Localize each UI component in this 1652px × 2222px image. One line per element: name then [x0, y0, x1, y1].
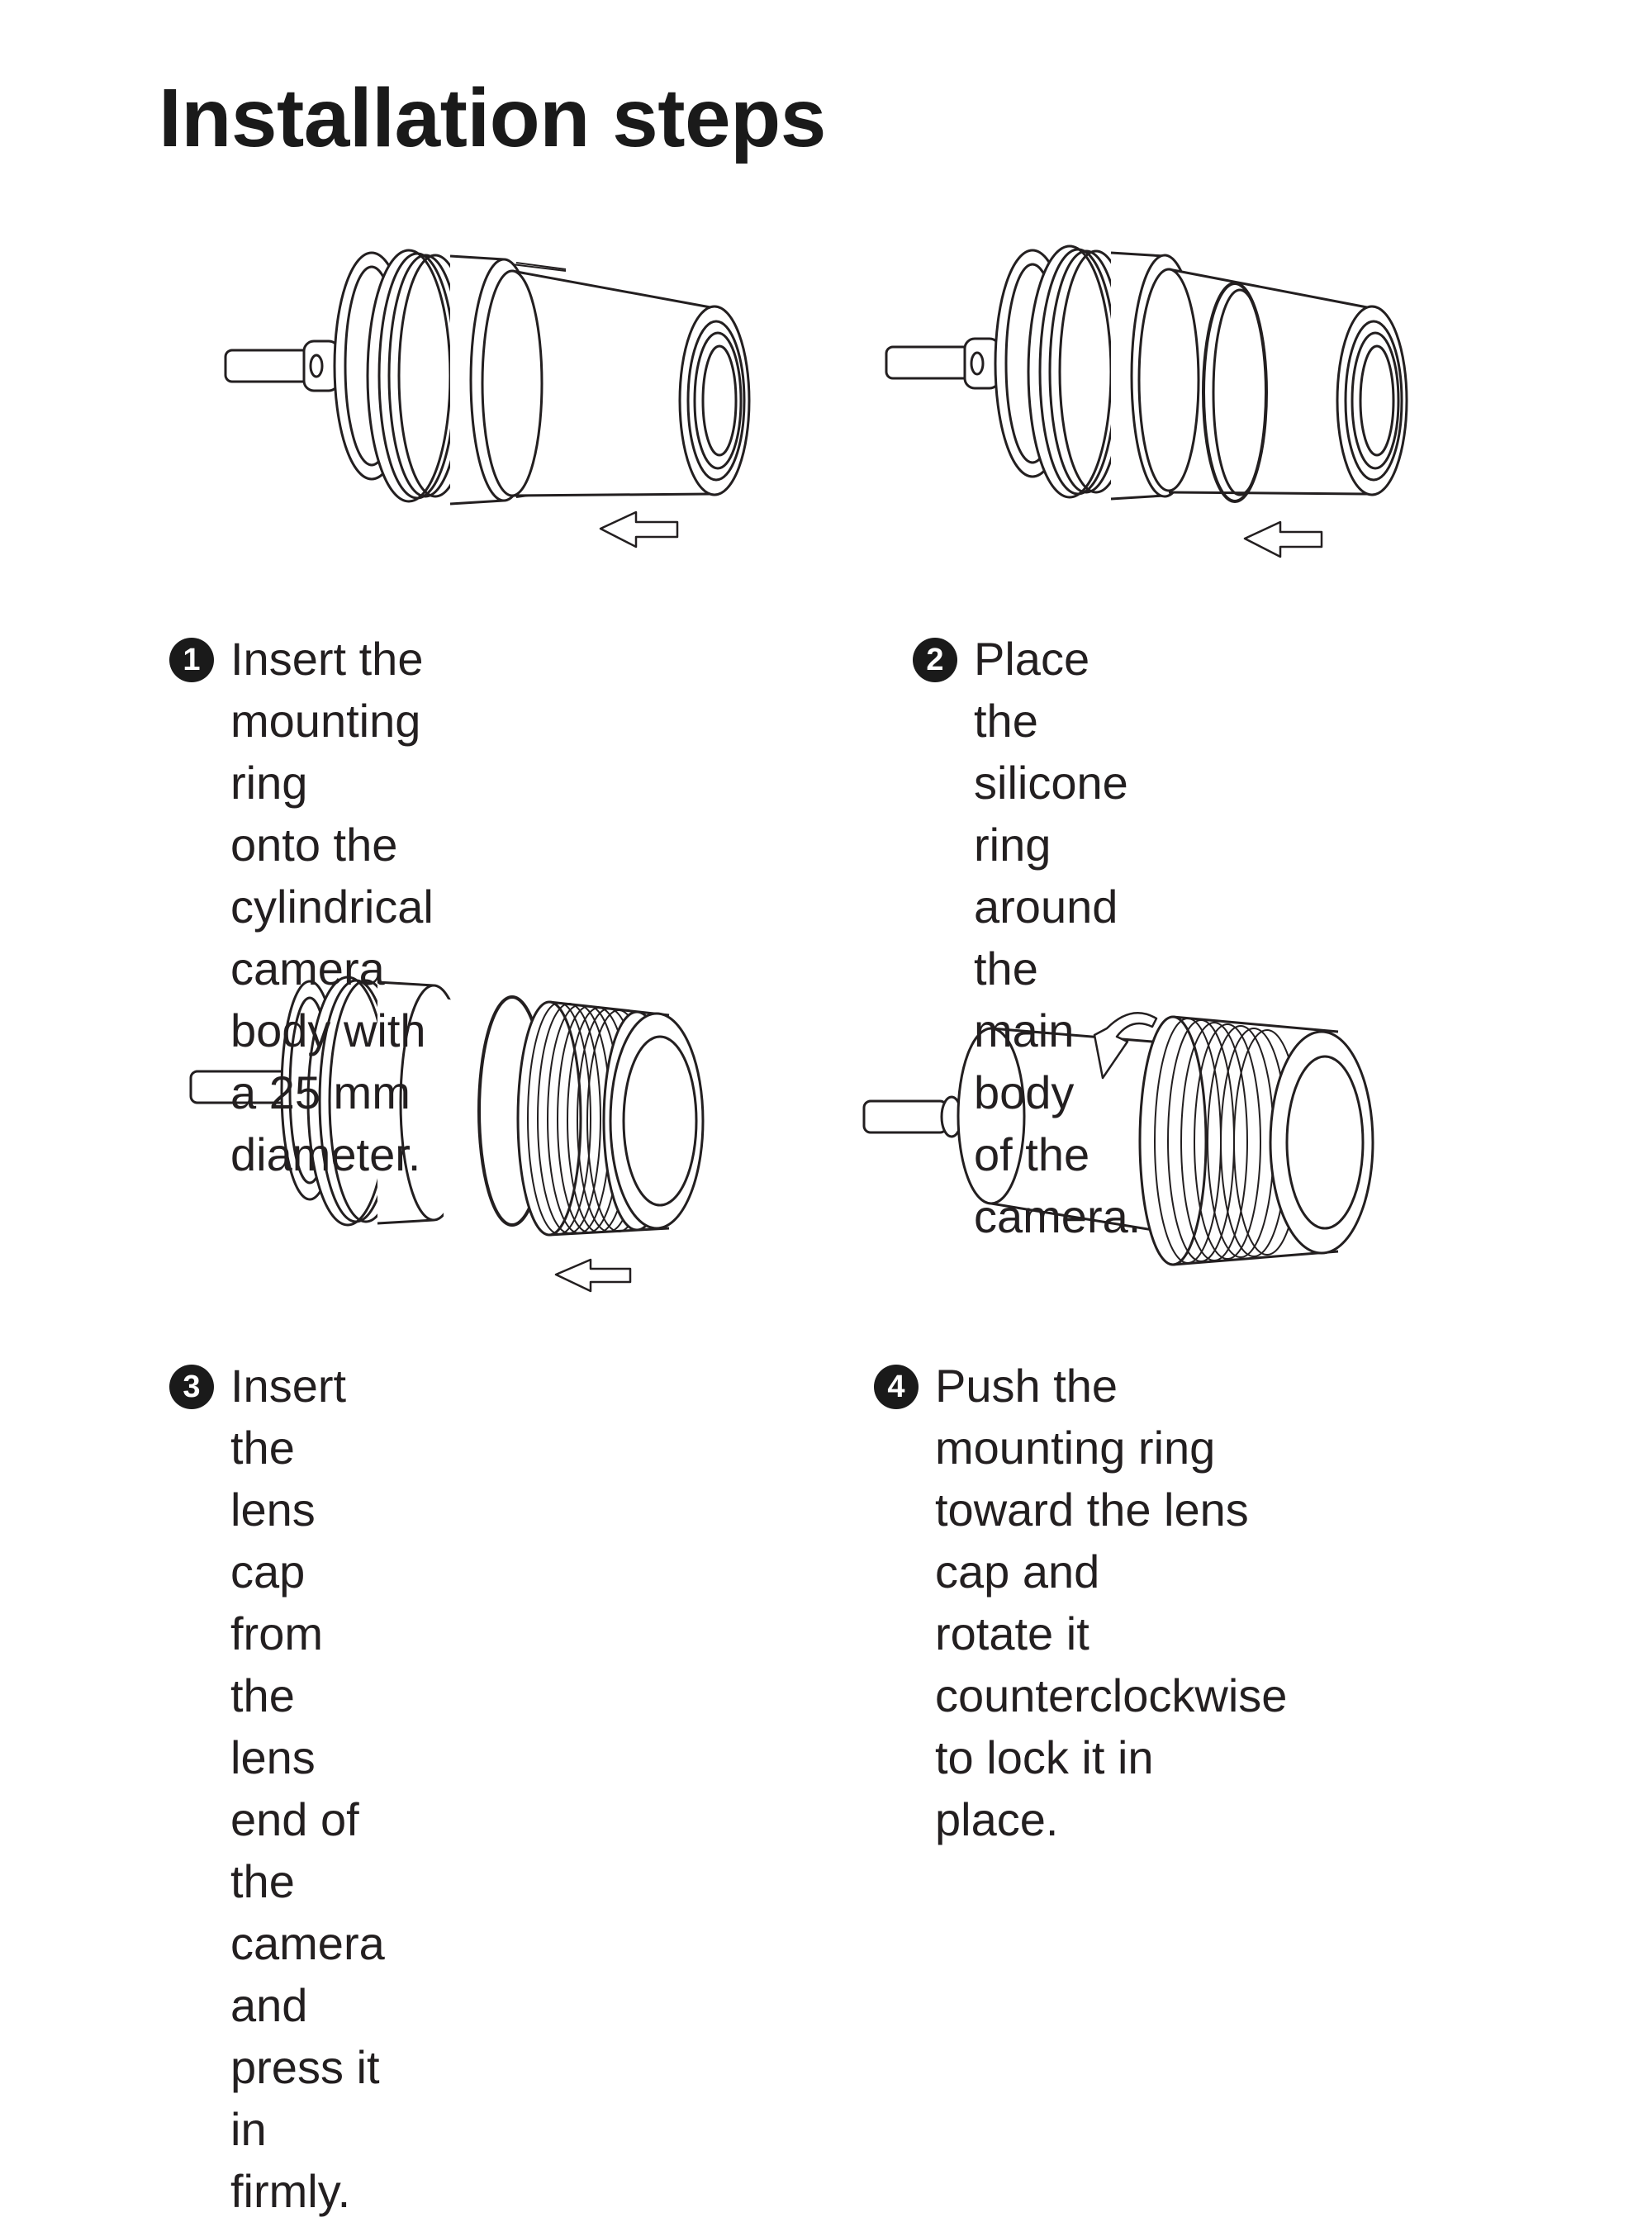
camera-body	[1169, 269, 1367, 494]
step-instruction: Insert the mounting ring onto the cylind…	[230, 633, 434, 1180]
rotate-arrow	[1093, 1012, 1158, 1080]
camera-body	[512, 271, 710, 496]
step-number-badge: 1	[169, 638, 214, 682]
step4-illustration	[859, 1004, 1388, 1309]
lens-end	[609, 1012, 705, 1230]
lens-end	[1336, 305, 1408, 496]
step-instruction: Insert the lens cap from the lens end of…	[230, 1360, 385, 2217]
push-arrow	[599, 510, 679, 548]
step3-illustration	[186, 976, 714, 1293]
push-arrow	[554, 1258, 632, 1293]
step-instruction: Push the mounting ring toward the lens c…	[935, 1360, 1288, 1845]
cable	[224, 349, 314, 383]
step-number-badge: 4	[874, 1365, 919, 1409]
camera-body	[444, 999, 500, 1220]
cable	[862, 1099, 948, 1134]
step-instruction: Place the silicone ring around the main …	[974, 633, 1142, 1242]
step-number-badge: 2	[913, 638, 957, 682]
mounting-ring	[991, 1028, 1173, 1233]
lens-end	[678, 305, 751, 496]
step1-illustration	[219, 248, 751, 562]
page-title: Installation steps	[159, 72, 826, 164]
cable	[885, 345, 975, 380]
push-arrow	[1243, 520, 1323, 558]
step-number-badge: 3	[169, 1365, 214, 1409]
step2-illustration	[880, 245, 1408, 562]
